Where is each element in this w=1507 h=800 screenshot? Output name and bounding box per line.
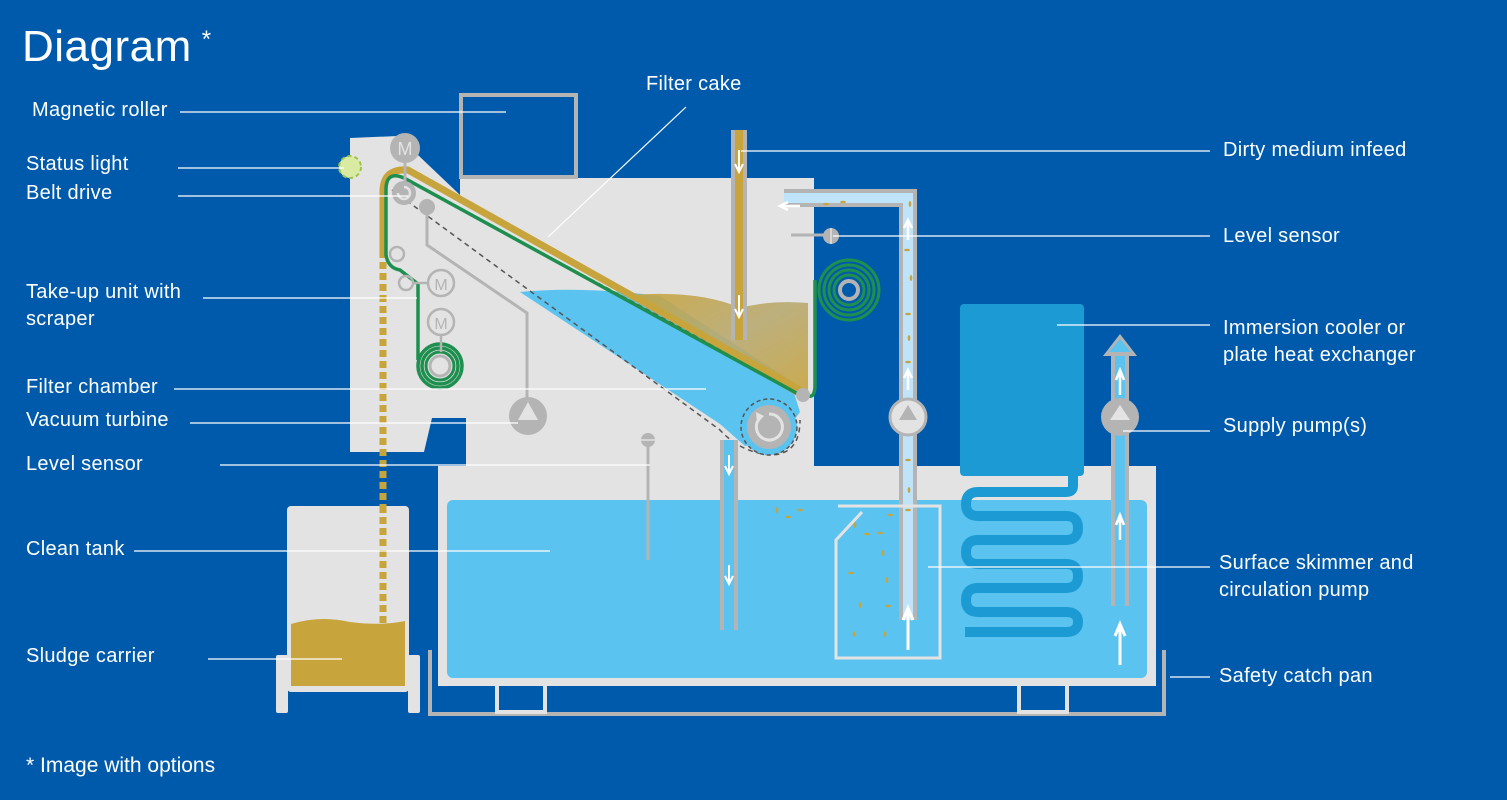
vacuum-line: [425, 210, 529, 402]
sludge-belt: [379, 166, 802, 394]
title-asterisk: *: [201, 26, 212, 53]
status-light-icon: [338, 155, 362, 179]
supply-pump-icon: [1101, 398, 1139, 436]
leader-lines: [134, 106, 1210, 678]
safety-catch-pan: [428, 650, 1166, 716]
label-vacuum-turbine: Vacuum turbine: [26, 409, 169, 431]
tension-roller: [796, 388, 810, 402]
label-immersion-cooler: Immersion cooler or plate heat exchanger: [1223, 315, 1416, 369]
belt-drive-icon: [392, 181, 416, 205]
svg-text:M: M: [434, 277, 447, 294]
label-filter-chamber: Filter chamber: [26, 376, 159, 398]
label-surface-skimmer: Surface skimmer and circulation pump: [1219, 550, 1414, 604]
label-filter-cake: Filter cake: [646, 73, 742, 95]
motor-icon-top: M: [390, 133, 420, 163]
label-safety-catch-pan: Safety catch pan: [1219, 665, 1373, 687]
label-sludge-carrier: Sludge carrier: [26, 645, 155, 667]
label-supply-pumps: Supply pump(s): [1223, 415, 1368, 437]
svg-text:M: M: [434, 316, 447, 333]
immersion-cooler: [960, 304, 1084, 476]
label-level-sensor-left: Level sensor: [26, 453, 143, 475]
label-immersion-cooler-line1: Immersion cooler or: [1223, 317, 1406, 339]
cooler-coil: [960, 476, 1084, 637]
filter-chamber-liquid: [520, 289, 800, 446]
motor-icon-take-up: M: [426, 268, 456, 298]
idler-roller: [388, 245, 406, 263]
label-belt-drive: Belt drive: [26, 182, 113, 204]
surface-skimmer: [834, 504, 942, 660]
magnetic-roller-box: [459, 93, 578, 179]
svg-text:M: M: [398, 139, 413, 159]
vacuum-turbine-icon: [509, 397, 547, 435]
filter-fleece-roll: [817, 258, 881, 322]
footnote: * Image with options: [26, 754, 216, 777]
label-status-light: Status light: [26, 153, 129, 175]
label-clean-tank: Clean tank: [26, 538, 125, 560]
sludge-particles-pipe: [823, 200, 913, 512]
label-take-up-unit: Take-up unit with scraper: [26, 279, 181, 333]
sludge-carrier: [276, 506, 420, 713]
drive-roller-icon: [740, 398, 798, 456]
tank-foot-right: [1017, 682, 1069, 714]
sludge-particles-tank: [775, 507, 893, 637]
circulation-pump-icon: [888, 397, 928, 437]
label-immersion-cooler-line2: plate heat exchanger: [1223, 344, 1416, 366]
label-take-up-unit-line2: scraper: [26, 308, 95, 330]
label-dirty-medium-infeed: Dirty medium infeed: [1223, 139, 1407, 161]
label-level-sensor-right: Level sensor: [1223, 225, 1340, 247]
tank-foot-left: [495, 682, 547, 714]
label-surface-skimmer-line2: circulation pump: [1219, 579, 1370, 601]
level-sensor-tank-icon: [641, 433, 655, 560]
level-sensor-filter-icon: [791, 228, 839, 244]
label-magnetic-roller: Magnetic roller: [32, 99, 168, 121]
page-title: Diagram *: [22, 22, 212, 72]
label-take-up-unit-line1: Take-up unit with: [26, 281, 182, 303]
title-text: Diagram: [22, 22, 192, 71]
sensor-ball: [419, 199, 435, 215]
label-surface-skimmer-line1: Surface skimmer and: [1219, 552, 1414, 574]
